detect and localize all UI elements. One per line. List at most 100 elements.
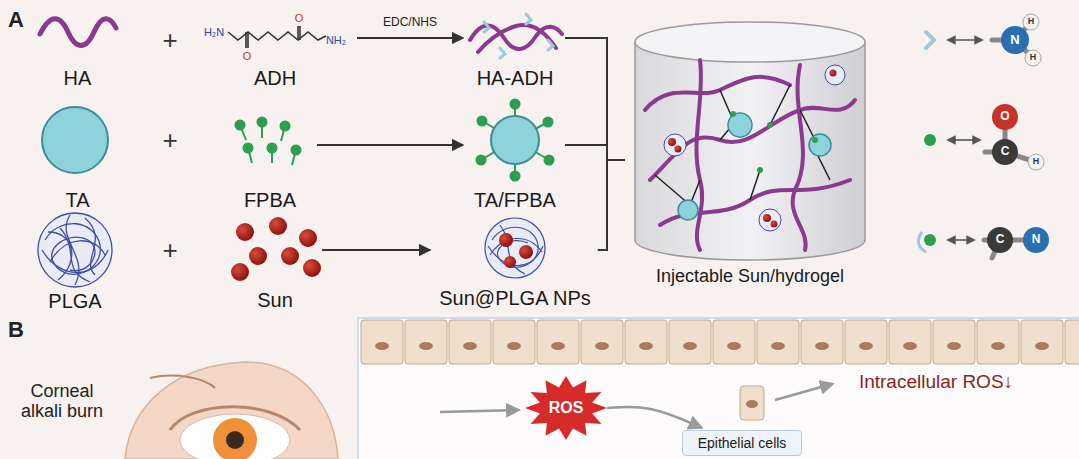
- reagent: Sun: [230, 215, 320, 312]
- epithelial-cell: [493, 320, 535, 364]
- epithelial-cell: [1065, 320, 1079, 364]
- connector: [322, 249, 430, 251]
- ros-burst: ROS: [525, 376, 607, 440]
- nucleus: [463, 342, 477, 350]
- nucleus: [727, 342, 741, 350]
- fpba-icon: [236, 118, 301, 166]
- epithelial-cell: [405, 320, 447, 364]
- node-label: HA-ADH: [475, 67, 556, 90]
- ta-sphere: [42, 107, 108, 173]
- epithelial-cell: [625, 320, 667, 364]
- cell-label-box: Epithelial cells: [682, 430, 802, 456]
- star-shape: [525, 376, 607, 440]
- epithelial-cell: [801, 320, 843, 364]
- epithelial-cell: [669, 320, 711, 364]
- hydrogel: Injectable Sun/hydrogel: [625, 15, 875, 287]
- burn-arrow: [440, 410, 518, 412]
- eye-illustration: [125, 362, 338, 459]
- nucleus: [903, 342, 917, 350]
- nucleus: [991, 342, 1005, 350]
- reagent: PLGA: [30, 205, 120, 313]
- connector: [317, 144, 463, 146]
- panel-b-box: [358, 318, 1079, 459]
- epithelial-cell: [537, 320, 579, 364]
- adh-structure: [228, 26, 326, 48]
- node-label: Sun: [255, 289, 295, 312]
- text-label: +: [162, 26, 177, 55]
- text-label: H: [1030, 53, 1037, 63]
- epithelial-cell: [977, 320, 1019, 364]
- ha-chain: [40, 19, 116, 46]
- node-label: Injectable Sun/hydrogel: [654, 266, 846, 287]
- epithelial-cell: [713, 320, 755, 364]
- node-label: ROS: [547, 399, 586, 417]
- epithelial-cell: [933, 320, 975, 364]
- text-label: A: [8, 8, 24, 32]
- text-label: O: [295, 12, 304, 24]
- nucleus: [375, 342, 389, 350]
- nucleus: [1035, 342, 1049, 350]
- epithelial-cell: [361, 320, 403, 364]
- nucleus: [507, 342, 521, 350]
- node-label: ADH: [252, 67, 298, 90]
- nucleus: [947, 342, 961, 350]
- text-label: O: [1000, 110, 1009, 123]
- text-label: B: [8, 318, 24, 342]
- node-label: HA: [62, 67, 94, 90]
- result-arrow: [775, 384, 832, 400]
- epithelial-cell: [889, 320, 931, 364]
- hydrogel-cylinder: [635, 22, 865, 260]
- nucleus: [815, 342, 829, 350]
- node-label: FPBA: [242, 189, 298, 212]
- product: TA/FPBA: [465, 105, 565, 212]
- text-label: N: [1010, 33, 1019, 47]
- epithelial-cell: [1021, 320, 1063, 364]
- text-label: H₂N: [204, 26, 224, 38]
- connector: [607, 407, 702, 428]
- reagent: FPBA: [225, 110, 315, 212]
- text-label: +: [162, 126, 177, 155]
- nucleus: [595, 342, 609, 350]
- product: Sun@PLGA NPs: [432, 212, 597, 310]
- epithelial-cell-icon: [740, 386, 764, 420]
- text-label: O: [243, 50, 252, 62]
- node-label: Sun@PLGA NPs: [437, 287, 592, 310]
- ta-fpba-icon: [477, 100, 554, 181]
- text-label: NH₂: [326, 34, 346, 46]
- product: HA-ADH: [465, 8, 565, 90]
- text-label: Intracellular ROS↓: [859, 372, 1013, 393]
- text-label: N: [1032, 233, 1041, 246]
- nucleus: [859, 342, 873, 350]
- epithelium: [361, 320, 1079, 364]
- nucleus: [419, 342, 433, 350]
- text-label: H: [1028, 17, 1035, 27]
- connector: [565, 38, 625, 160]
- reagent: ADH: [195, 8, 355, 90]
- connector: [598, 160, 625, 250]
- node-label: TA/FPBA: [472, 189, 558, 212]
- epithelial-cell: [581, 320, 623, 364]
- node-label: TA: [63, 189, 91, 212]
- plga-sphere: [38, 213, 112, 287]
- text-label: +: [162, 236, 177, 265]
- epithelial-cell: [449, 320, 491, 364]
- sun-molecules: [231, 217, 321, 281]
- connector: [565, 145, 625, 160]
- group-symbols: [919, 14, 1049, 258]
- epithelial-cell: [757, 320, 799, 364]
- reagent: HA: [35, 10, 120, 90]
- sun-plga-np: [485, 218, 545, 278]
- text-label: Corneal alkali burn: [10, 382, 115, 422]
- connector: [357, 37, 463, 39]
- text-label: C: [996, 233, 1005, 246]
- text-label: H: [1033, 157, 1040, 167]
- nucleus: [551, 342, 565, 350]
- edge-label: EDC/NHS: [381, 16, 439, 29]
- text-label: C: [1001, 145, 1010, 158]
- node-label: PLGA: [46, 290, 103, 313]
- node-label: Epithelial cells: [696, 435, 789, 451]
- nucleus: [771, 342, 785, 350]
- nucleus: [639, 342, 653, 350]
- reagent: TA: [35, 100, 120, 212]
